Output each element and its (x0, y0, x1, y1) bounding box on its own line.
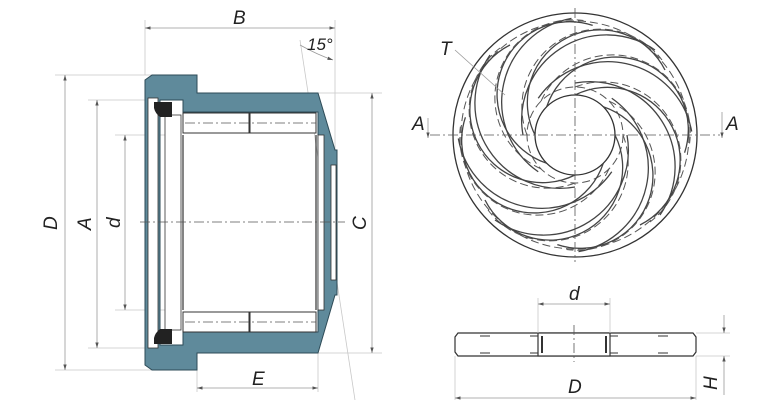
pocket-arc (496, 21, 593, 164)
label-H: H (701, 376, 722, 390)
label-b: B (233, 8, 246, 29)
washer-plan-view: A A T (411, 8, 739, 262)
pocket-arc (526, 29, 666, 136)
pocket-arc (557, 106, 654, 249)
label-A: A (75, 217, 96, 231)
pocket-arc (459, 126, 610, 216)
pocket-arc (574, 86, 681, 226)
label-section-left: A (411, 114, 425, 135)
label-angle: 15° (307, 35, 333, 54)
pocket-arc (546, 56, 689, 153)
label-E: E (252, 369, 265, 390)
label-section-right: A (725, 114, 739, 135)
pocket-arc (469, 44, 576, 184)
bearing-section-view: B 15° D A d C E (41, 8, 382, 401)
spiral-pockets (457, 17, 693, 253)
angle-arc (299, 44, 334, 61)
pocket-arc (574, 81, 676, 216)
seal-top (154, 102, 172, 117)
pocket-arc (461, 117, 604, 214)
pocket-arc (566, 100, 656, 251)
seal-lip-face (147, 97, 159, 349)
label-d: d (104, 216, 125, 228)
roller-row-top (182, 112, 317, 134)
pocket-arc (457, 138, 613, 209)
pocket-arc (578, 97, 649, 253)
label-washer-D: D (568, 377, 582, 398)
inner-ring (164, 114, 182, 331)
pocket-arc (474, 54, 576, 189)
seal-bottom (154, 329, 172, 344)
label-D: D (41, 216, 62, 230)
pocket-arc (501, 17, 572, 173)
pocket-arc (484, 134, 624, 241)
label-washer-d: d (569, 284, 581, 305)
pocket-arc (521, 34, 656, 136)
pocket-arc (487, 134, 629, 242)
pocket-arc (494, 19, 584, 170)
pocket-arc (574, 81, 682, 223)
pocket-arc (494, 134, 629, 236)
pocket-arc (537, 61, 693, 132)
pocket-arc (540, 54, 691, 144)
label-C: C (350, 216, 371, 230)
washer-side-view: d D H (454, 284, 730, 400)
label-T: T (440, 39, 453, 60)
pocket-arc (521, 28, 663, 136)
roller-row-bottom (182, 311, 317, 333)
housing-section (144, 74, 338, 371)
pocket-arc (468, 47, 576, 189)
leader-t (454, 49, 506, 96)
